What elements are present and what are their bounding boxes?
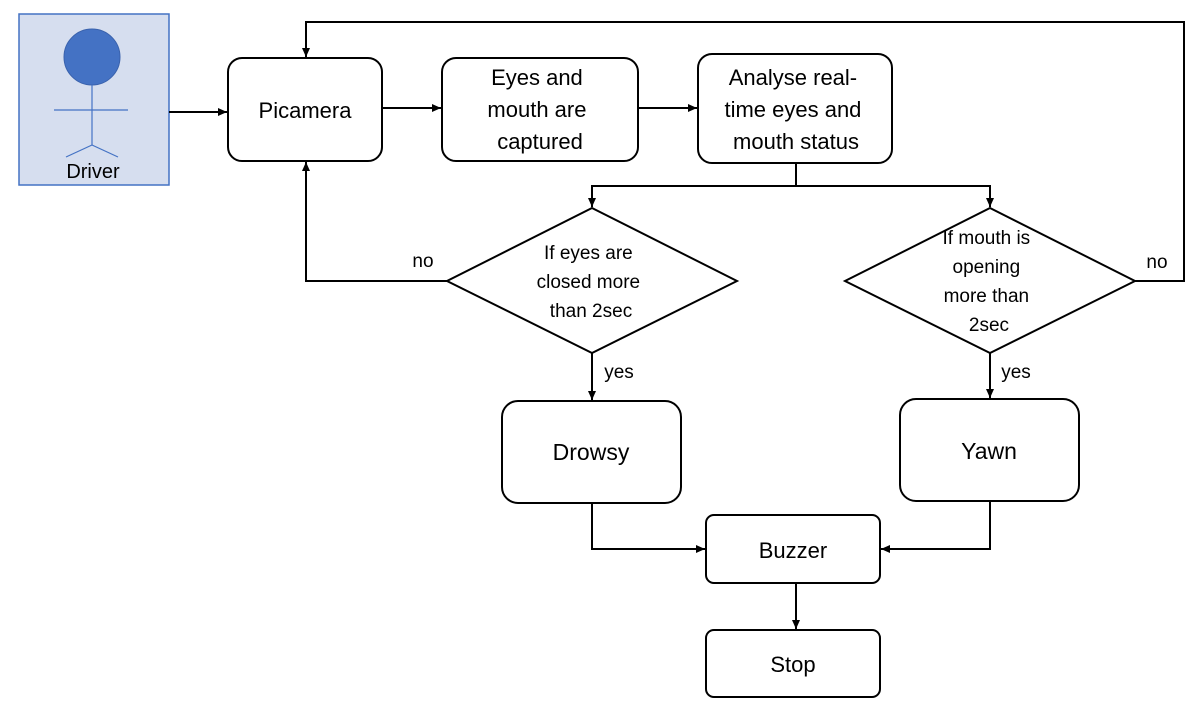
mouth-decision-line: opening (953, 257, 1021, 278)
buzzer-label-line: Buzzer (759, 538, 827, 563)
driver-head-icon (63, 28, 121, 86)
edge-drowsy-to-buzzer (591, 503, 705, 553)
drowsy-label: Drowsy (553, 439, 630, 465)
eyes-decision-line: than 2sec (550, 301, 632, 322)
yawn-label-line: Yawn (961, 438, 1017, 464)
edge-yawn-to-buzzer (881, 501, 991, 553)
driver-leg-right (91, 144, 119, 158)
mouth-decision-line: 2sec (969, 315, 1009, 336)
edge-eyes-no-to-picamera (302, 162, 447, 282)
capture-label-line: captured (497, 129, 583, 154)
yawn-label: Yawn (961, 438, 1017, 464)
drowsy-label-line: Drowsy (553, 439, 630, 465)
analyse-label-line: mouth status (733, 129, 859, 154)
eyes-no-label: no (412, 251, 433, 272)
driver-leg-left (65, 144, 93, 158)
capture-label-line: Eyes and (491, 65, 583, 90)
capture-label: Eyes and mouth are captured (487, 65, 592, 154)
eyes-decision-label: If eyes are closed more than 2sec (537, 243, 646, 322)
edge-analyse-to-mouth (796, 185, 994, 207)
edge-analyse-to-eyes (588, 163, 797, 207)
eyes-decision-line: closed more (537, 272, 641, 293)
driver-label: Driver (66, 161, 120, 183)
mouth-decision-label: If mouth is opening more than 2sec (943, 228, 1036, 336)
mouth-decision-line: If mouth is (943, 228, 1031, 249)
eyes-decision-line: If eyes are (544, 243, 633, 264)
buzzer-box (705, 514, 881, 584)
stop-label-line: Stop (770, 652, 815, 677)
picamera-label-line: Picamera (259, 98, 353, 123)
mouth-yes-label: yes (1001, 362, 1031, 383)
mouth-no-label: no (1146, 252, 1167, 273)
edge-mouth-no-to-picamera (302, 21, 1185, 282)
picamera-box (227, 57, 383, 162)
eyes-yes-label: yes (604, 362, 634, 383)
analyse-label-line: Analyse real- (729, 65, 857, 90)
capture-box (441, 57, 639, 162)
stop-box (705, 629, 881, 698)
buzzer-label: Buzzer (759, 538, 827, 563)
picamera-label: Picamera (259, 98, 353, 123)
driver-actor: Driver (18, 13, 170, 186)
analyse-label-line: time eyes and (724, 97, 861, 122)
stop-label: Stop (770, 652, 815, 677)
analyse-label: Analyse real- time eyes and mouth status (724, 65, 867, 154)
capture-label-line: mouth are (487, 97, 586, 122)
mouth-decision-line: more than (944, 286, 1030, 307)
